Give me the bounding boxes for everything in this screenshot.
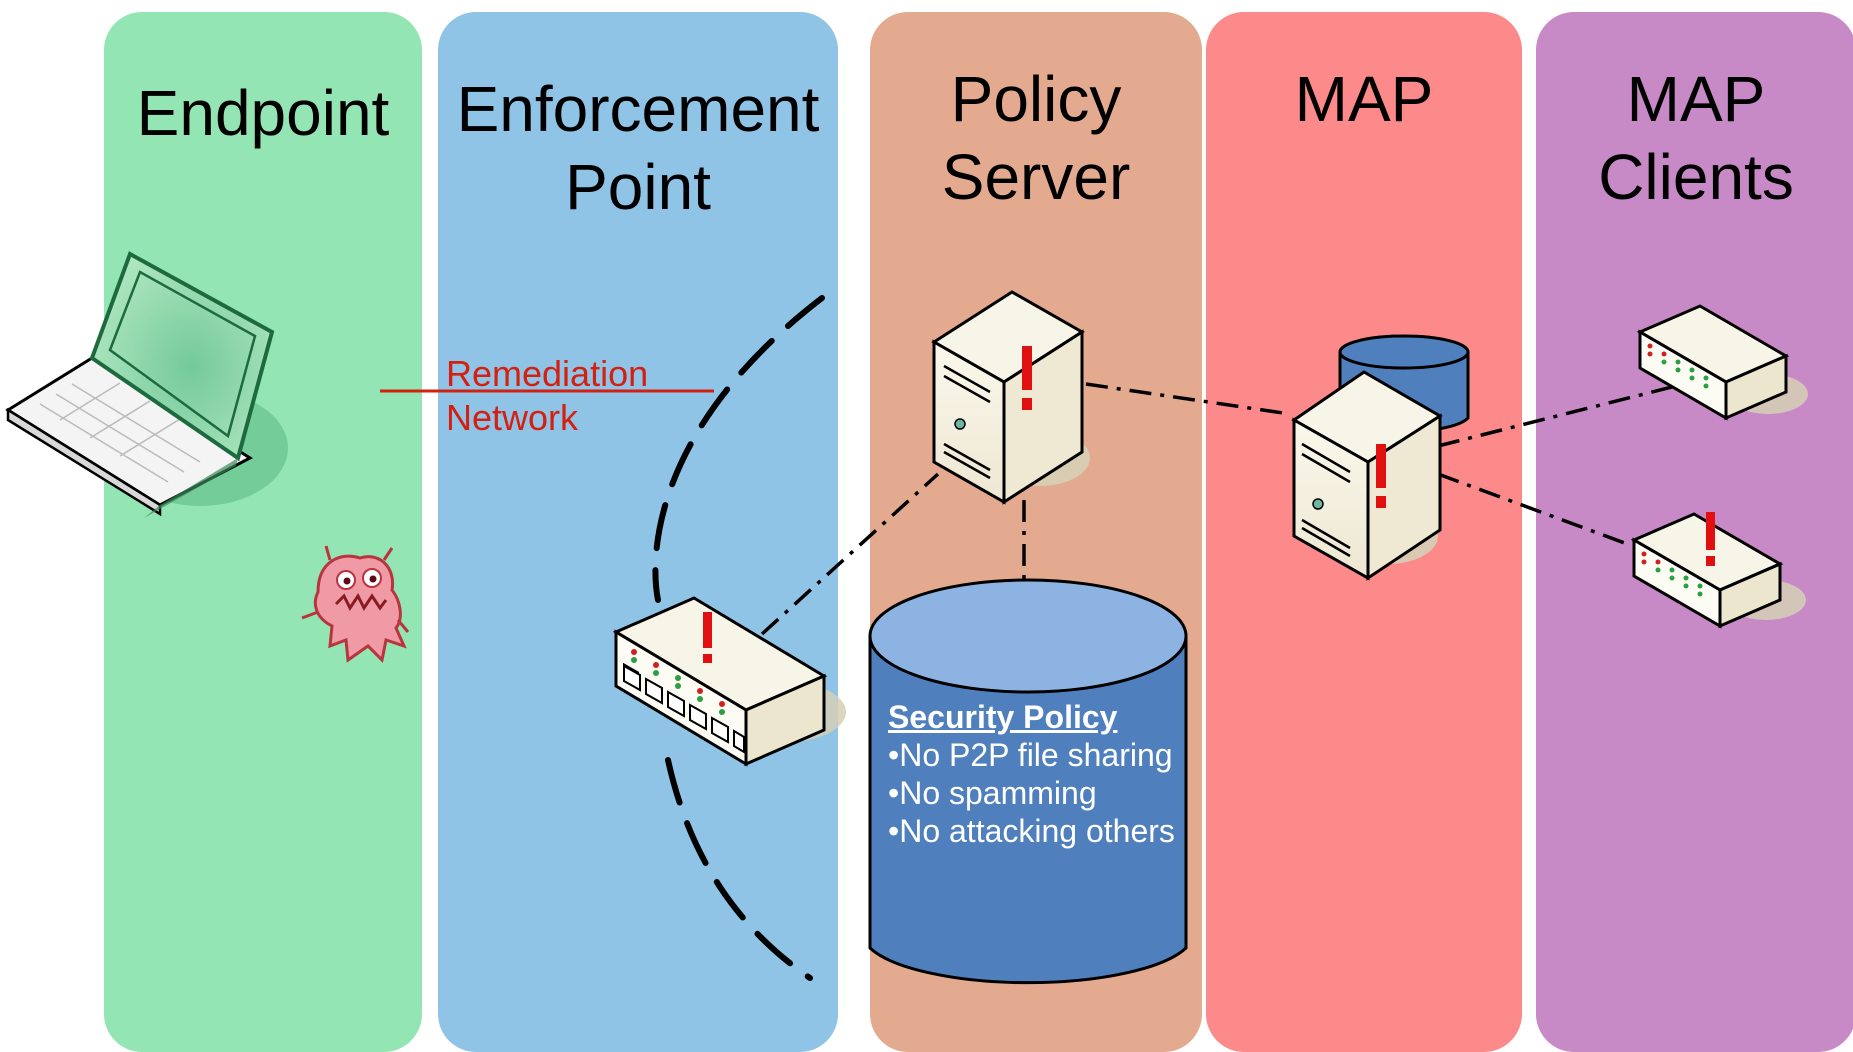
lane-title-map-clients: MAP Clients bbox=[1598, 63, 1794, 213]
laptop-icon bbox=[5, 251, 288, 518]
lane-map-clients: MAP Clients bbox=[1536, 12, 1853, 1052]
security-policy-text: Security Policy •No P2P file sharing •No… bbox=[888, 698, 1175, 850]
virus-monster-icon bbox=[301, 545, 410, 664]
connection-lines bbox=[760, 382, 1677, 636]
lane-enforcement-point: Enforcement Point bbox=[438, 12, 838, 1052]
server-icon bbox=[931, 290, 1090, 505]
security-policy-item: •No spamming bbox=[888, 775, 1097, 811]
alert-mark bbox=[703, 612, 712, 648]
lane-title-enforcement-point: Enforcement Point bbox=[456, 73, 820, 223]
database-icon bbox=[868, 578, 1188, 985]
remediation-network-line1: Remediation bbox=[446, 353, 649, 394]
connection-map-to-client-2 bbox=[1437, 472, 1631, 547]
remediation-network-label: Remediation Network bbox=[446, 352, 648, 440]
lane-title-policy-server: Policy Server bbox=[941, 63, 1131, 213]
connection-policy-server-to-map bbox=[1085, 382, 1291, 416]
lane-title-endpoint: Endpoint bbox=[136, 77, 390, 149]
security-policy-heading: Security Policy bbox=[888, 699, 1118, 735]
lane-endpoint: Endpoint bbox=[104, 12, 422, 1052]
alert-mark bbox=[1376, 444, 1386, 488]
alert-mark bbox=[1022, 346, 1032, 390]
network-switch-icon bbox=[612, 596, 846, 767]
map-client-device-icon bbox=[1636, 304, 1808, 421]
network-boundary-curve bbox=[652, 295, 825, 981]
diagram-canvas bbox=[5, 251, 1808, 985]
remediation-network-line2: Network bbox=[446, 397, 579, 438]
server-icon bbox=[1291, 370, 1443, 581]
map-database-icon bbox=[1338, 334, 1470, 434]
security-policy-item: •No P2P file sharing bbox=[888, 737, 1173, 773]
lane-title-map: MAP bbox=[1294, 63, 1434, 135]
connection-map-to-client-1 bbox=[1437, 384, 1677, 448]
security-policy-item: •No attacking others bbox=[888, 813, 1175, 849]
alert-mark bbox=[1706, 512, 1715, 550]
map-client-device-icon bbox=[1630, 512, 1806, 629]
